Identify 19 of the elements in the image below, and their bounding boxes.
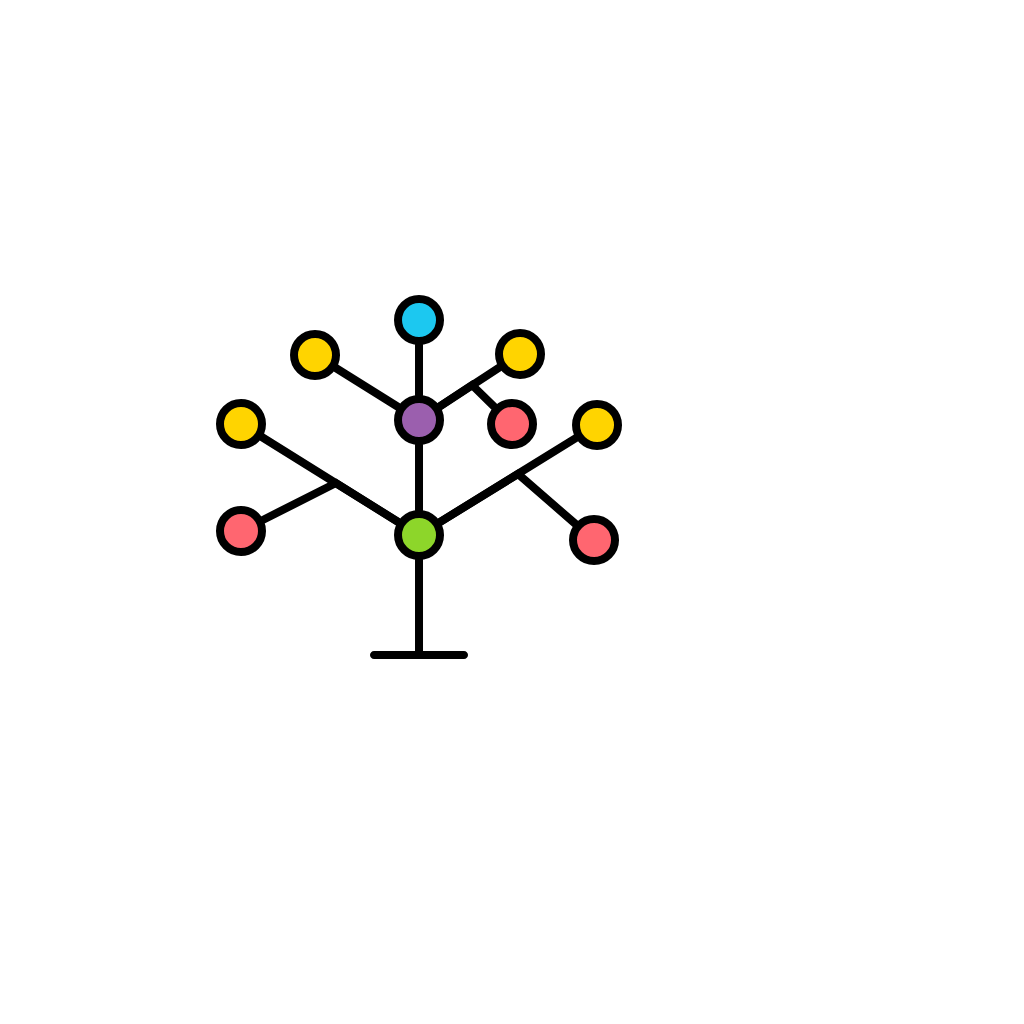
circle-node	[487, 399, 537, 449]
connector-line	[415, 341, 423, 399]
circle-node	[394, 295, 444, 345]
circle-node	[394, 510, 444, 560]
connector-line	[259, 478, 402, 526]
connector-line	[436, 469, 580, 528]
stand-bar	[370, 651, 468, 659]
circle-node	[572, 400, 622, 450]
circle-node	[216, 399, 266, 449]
circle-node	[569, 515, 619, 565]
circle-node	[290, 330, 340, 380]
connector-line	[332, 364, 402, 411]
connector-line	[258, 433, 402, 526]
connector-line	[415, 441, 423, 514]
circle-node	[495, 329, 545, 379]
circle-node	[216, 506, 266, 556]
circle-node	[394, 395, 444, 445]
connector-line	[435, 379, 499, 411]
connector-line	[415, 556, 423, 655]
